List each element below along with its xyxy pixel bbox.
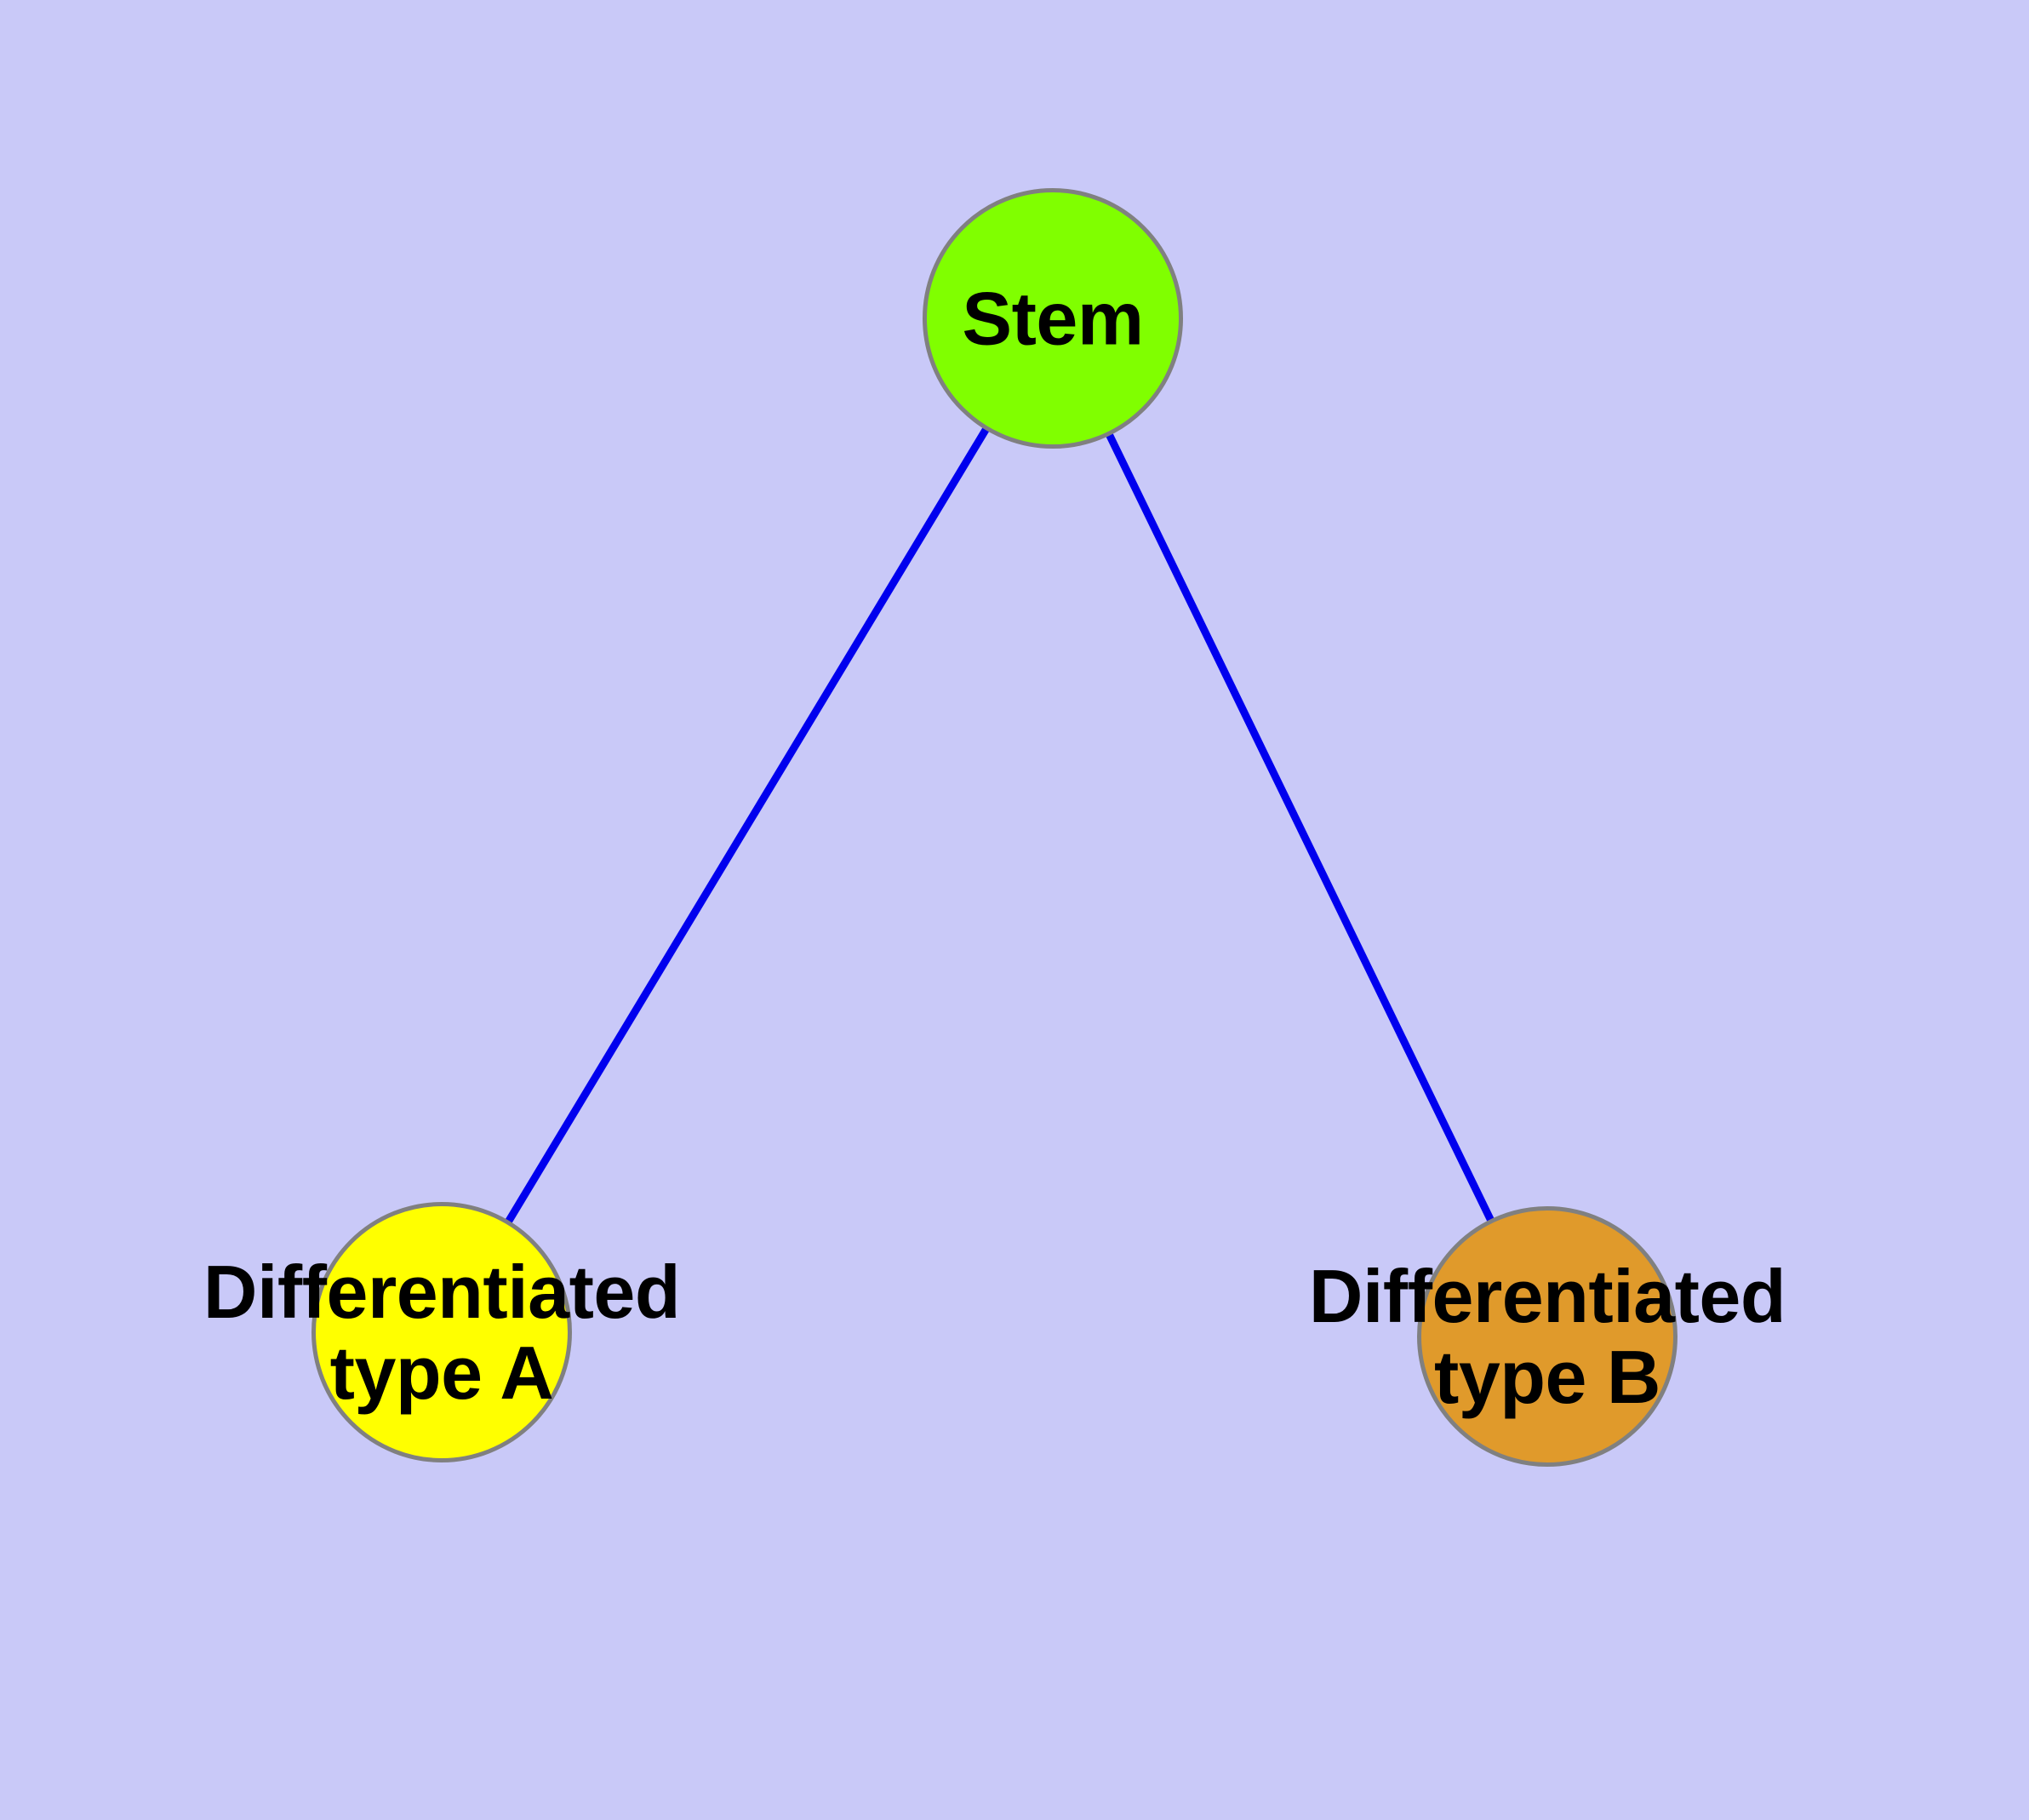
node-stem[interactable]: Stem — [923, 188, 1183, 449]
node-diff_a[interactable]: Differentiated type A — [203, 1202, 681, 1462]
edge-stem-diff-a[interactable] — [505, 426, 990, 1225]
node-diff_b[interactable]: Differentiated type B — [1309, 1206, 1786, 1467]
node-stem-label: Stem — [962, 276, 1144, 361]
node-stem-circle[interactable] — [923, 188, 1183, 449]
node-diff_b-label: Differentiated type B — [1308, 1253, 1786, 1419]
node-diff_a-label: Differentiated type A — [203, 1249, 681, 1415]
node-diff_a-circle[interactable] — [311, 1202, 572, 1462]
edge-stem-diff-b[interactable] — [1105, 432, 1495, 1223]
node-diff_b-circle[interactable] — [1417, 1206, 1677, 1467]
